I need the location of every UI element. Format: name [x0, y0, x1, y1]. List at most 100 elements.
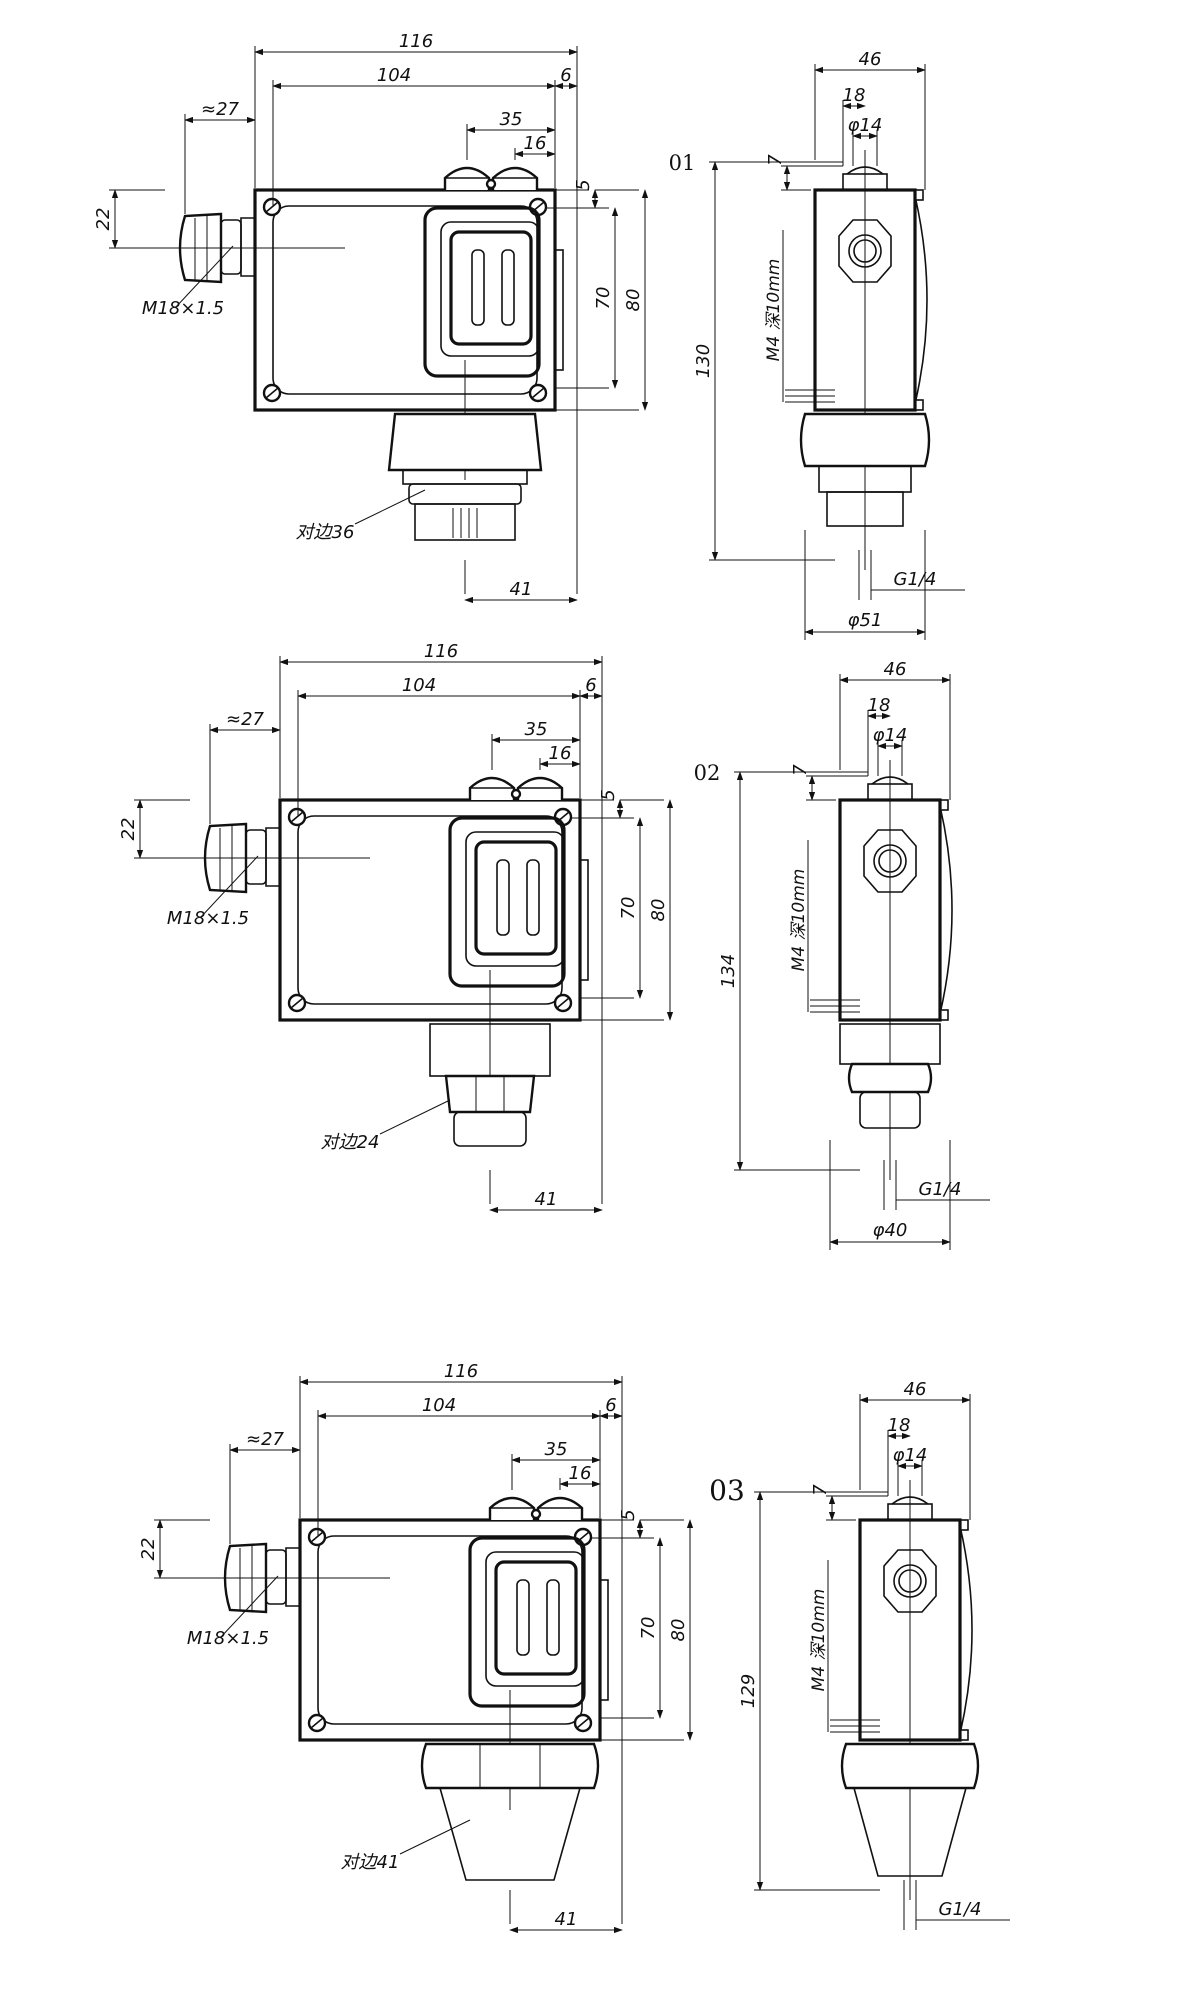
pressure-fitting [429, 1023, 551, 1147]
side-fitting-hex [840, 1742, 980, 1790]
dimension-label: 7 [810, 1484, 831, 1496]
thread-callout: M18×1.5 [142, 245, 234, 319]
dimension-label: 16 [549, 743, 572, 764]
mount-hole-callout: M4 深10mm [764, 230, 784, 402]
side-fitting-thread [826, 491, 904, 527]
dim-button-position: 18 [887, 1415, 911, 1496]
window-slot-right [546, 1579, 560, 1656]
window-slot-left [516, 1579, 530, 1656]
side-hex-nut [883, 1549, 937, 1613]
side-tab-top [959, 1519, 969, 1531]
mount-hole-label: M4 深10mm [809, 1589, 829, 1692]
side-fitting [839, 1023, 941, 1129]
leader-line [199, 855, 259, 919]
dim-top-offset: 5 [545, 179, 599, 209]
side-fitting [799, 412, 931, 527]
dimension-label: 5 [573, 179, 594, 190]
adjust-button-left [443, 166, 491, 190]
fitting-body [387, 412, 543, 472]
window-slot-right [526, 859, 540, 936]
dim-center-distance: 41 [509, 1518, 623, 1934]
dim-overall-width: 116 [279, 641, 603, 798]
dimension-label: 116 [399, 31, 433, 52]
dim-center-distance: 41 [489, 798, 603, 1214]
cover-window-inner [449, 230, 533, 346]
gland-neck [265, 827, 280, 887]
gland-hex [245, 829, 267, 885]
fitting-hex [444, 1074, 536, 1114]
dimension-label: ≈27 [201, 99, 240, 120]
screw-slot [265, 387, 279, 399]
nut-callout: 对边41 [341, 1819, 471, 1873]
dimension-label: 6 [560, 65, 571, 86]
dimension-label: 104 [402, 675, 436, 696]
dim-button-height: 7 [765, 154, 843, 191]
dim-button-diameter: φ14 [893, 1445, 927, 1496]
dimension-label: 35 [545, 1439, 568, 1460]
dimension-label: 18 [843, 85, 866, 106]
thread-label: M18×1.5 [167, 908, 249, 929]
thread-label: M18×1.5 [142, 298, 224, 319]
port-label: G1/4 [939, 1899, 982, 1920]
port-callout: G1/4 [858, 550, 965, 600]
dimension-label: 130 [693, 344, 714, 378]
dim-outer-height: 80 [580, 799, 674, 1021]
thread-callout: M18×1.5 [187, 1575, 279, 1649]
nut-callout: 对边24 [321, 1099, 451, 1153]
gland-hex [220, 219, 242, 275]
button-cap [443, 166, 491, 190]
cover-window-inner [474, 840, 558, 956]
dimension-label: 116 [424, 641, 458, 662]
screw-slot [290, 811, 304, 823]
dim-outer-height: 80 [600, 1519, 694, 1741]
dimension-label: 7 [765, 154, 786, 166]
base-diameter-label: φ51 [848, 610, 883, 631]
side-tab-bottom [939, 1009, 949, 1021]
dimension-label: 80 [623, 289, 644, 312]
dim-body-width: 104 [297, 675, 581, 816]
screw-slot [290, 997, 304, 1009]
dimension-label: 16 [524, 133, 547, 154]
side-cover-bulge [959, 1525, 973, 1735]
button-cap [468, 776, 516, 800]
dim-offset-right: 6 [579, 675, 603, 860]
dim-button-offset: 16 [539, 743, 581, 770]
side-hex-nut [838, 219, 892, 283]
adjust-button-left [468, 776, 516, 800]
dimension-label: 70 [638, 1617, 659, 1640]
dim-inner-height: 70 [580, 817, 644, 999]
side-rib [579, 859, 589, 981]
dimension-label: 104 [377, 65, 411, 86]
dim-outer-height: 80 [555, 189, 649, 411]
dimension-label: 70 [618, 897, 639, 920]
dim-offset-right: 6 [599, 1395, 623, 1580]
button-cap [488, 1496, 536, 1520]
side-tab-bottom [914, 399, 924, 411]
dimension-label: 5 [598, 789, 619, 800]
dimension-label: 46 [859, 49, 882, 70]
adjust-button-left [488, 1496, 536, 1520]
screw-slot [556, 997, 570, 1009]
side-fitting-hex [847, 1062, 933, 1094]
base-diameter-label: φ40 [873, 1220, 908, 1241]
cover-window-inner [494, 1560, 578, 1676]
dimension-label: φ14 [873, 725, 908, 746]
side-tab-bottom [959, 1729, 969, 1741]
fitting-thread [414, 503, 516, 541]
dimension-label: 46 [884, 659, 907, 680]
dim-top-offset: 5 [570, 789, 624, 819]
screw-slot [310, 1717, 324, 1729]
fitting-hex [408, 483, 522, 505]
window-slot-right [501, 249, 515, 326]
port-callout: G1/4 [883, 1160, 990, 1210]
leader-line [399, 1819, 471, 1855]
button-pin [510, 788, 522, 800]
screw-slot [576, 1717, 590, 1729]
leader-line [379, 1099, 451, 1135]
thread-callout: M18×1.5 [167, 855, 259, 929]
dimension-label: ≈27 [246, 1429, 285, 1450]
